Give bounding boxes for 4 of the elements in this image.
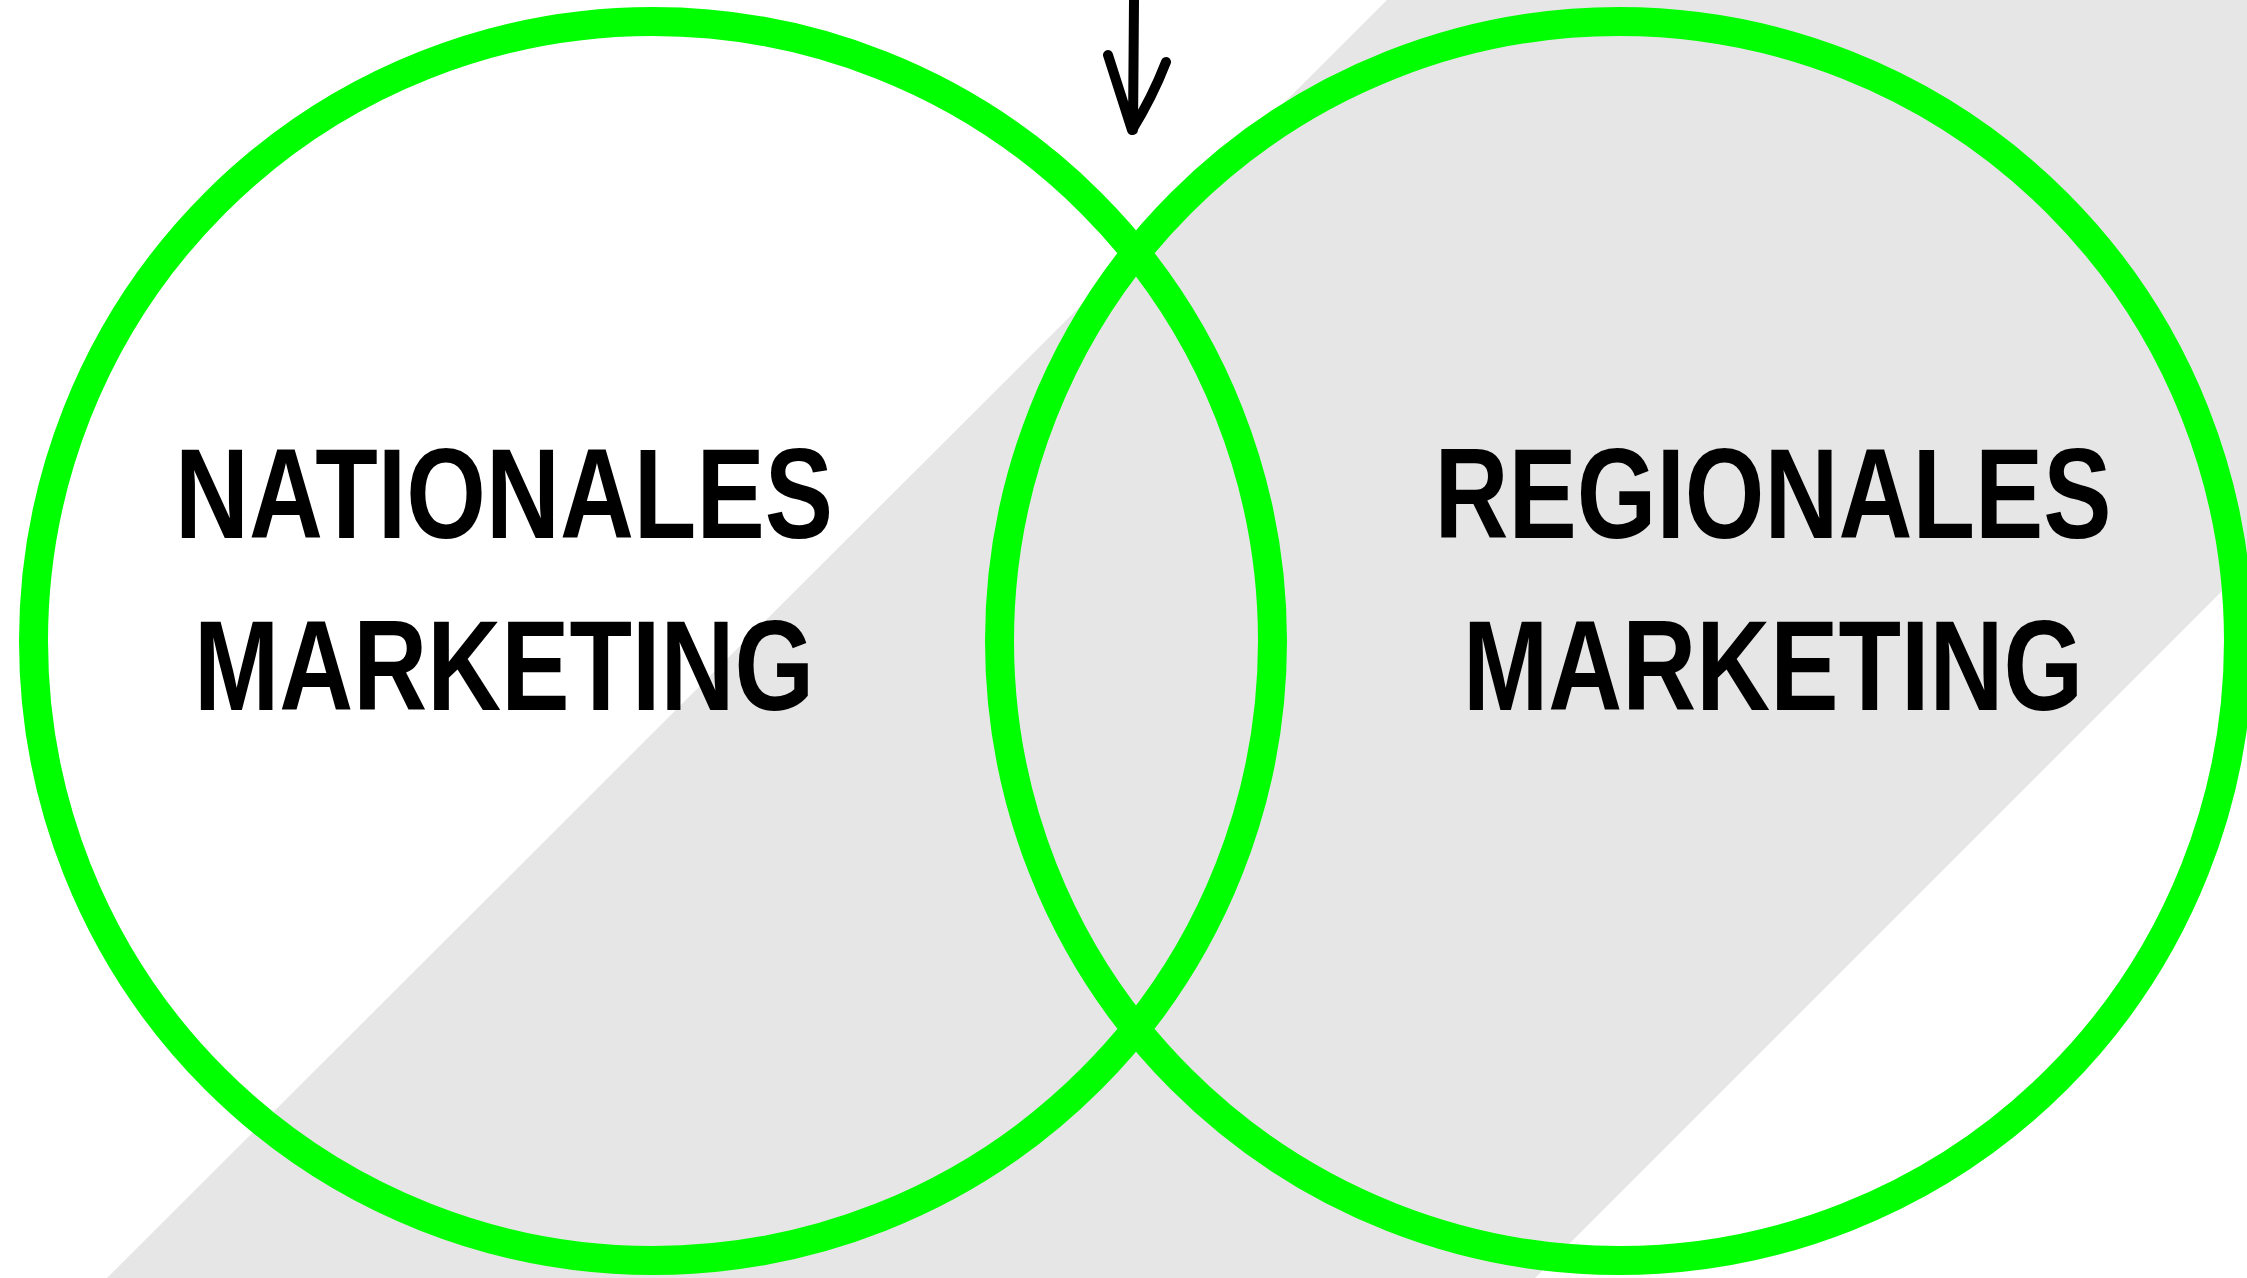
venn-circle bbox=[985, 7, 2247, 1275]
venn-circle bbox=[19, 7, 1287, 1275]
circle-label: NATIONALES MARKETING bbox=[174, 421, 834, 739]
circle-label: REGIONALES MARKETING bbox=[1433, 421, 2113, 739]
